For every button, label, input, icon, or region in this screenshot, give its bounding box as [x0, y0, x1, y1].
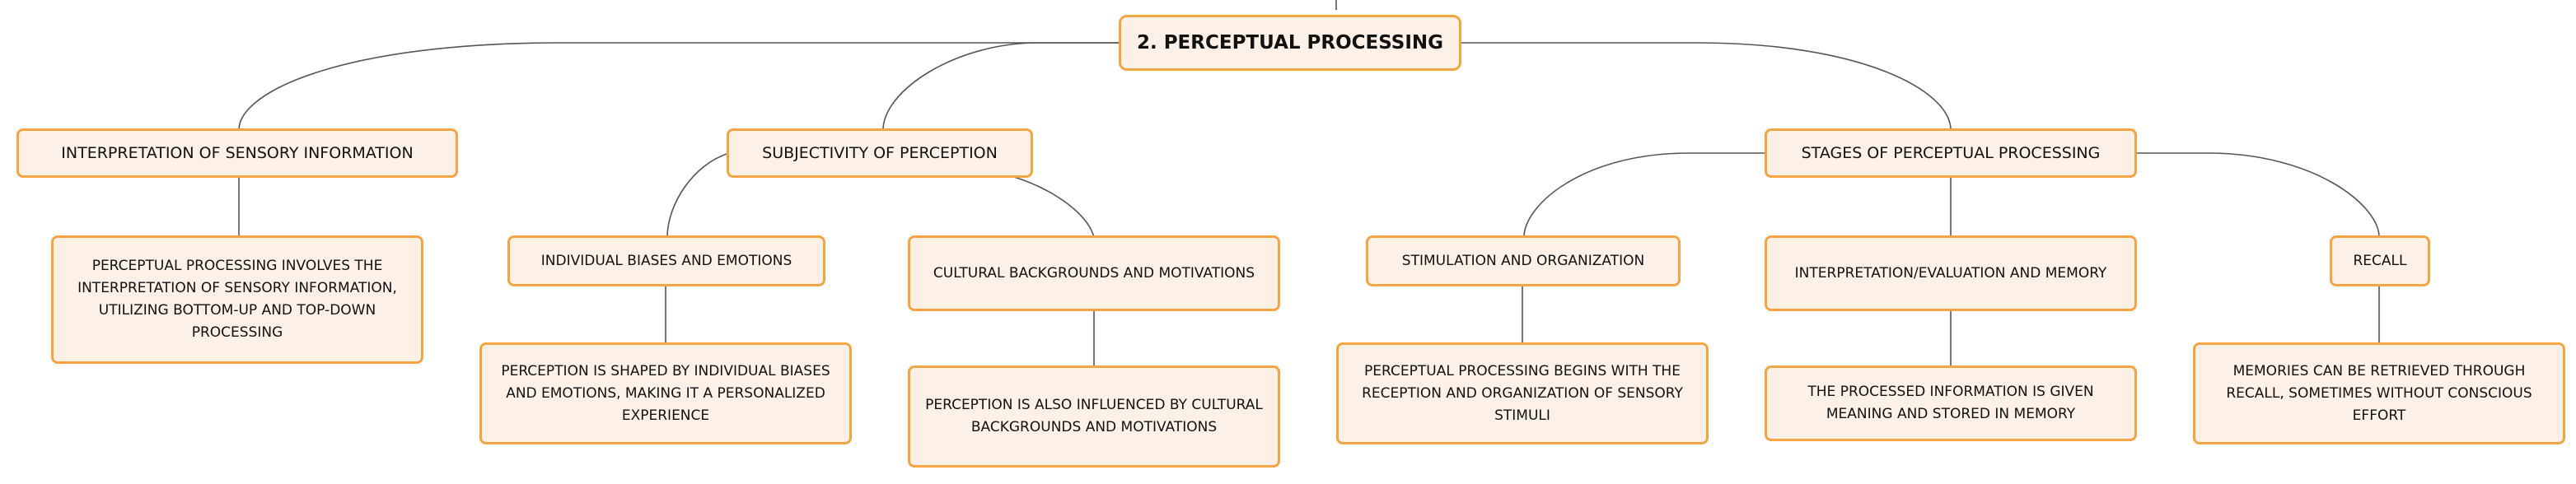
- link-root-interpretation: [238, 42, 1119, 131]
- node-biases-label: INDIVIDUAL BIASES AND EMOTIONS: [540, 252, 792, 269]
- link-stages-stimulation: [1523, 152, 1765, 238]
- node-evaluation-label: INTERPRETATION/EVALUATION AND MEMORY: [1794, 264, 2107, 282]
- node-cultural[interactable]: CULTURAL BACKGROUNDS AND MOTIVATIONS: [908, 235, 1280, 311]
- link-root-stages: [1461, 42, 1952, 131]
- node-cultural-label: CULTURAL BACKGROUNDS AND MOTIVATIONS: [933, 264, 1255, 282]
- node-recall[interactable]: RECALL: [2330, 235, 2430, 286]
- node-cultural-detail[interactable]: PERCEPTION IS ALSO INFLUENCED BY CULTURA…: [908, 365, 1280, 468]
- node-biases-detail-text: PERCEPTION IS SHAPED BY INDIVIDUAL BIASE…: [501, 362, 830, 424]
- node-evaluation[interactable]: INTERPRETATION/EVALUATION AND MEMORY: [1765, 235, 2137, 311]
- node-interpretation-label: INTERPRETATION OF SENSORY INFORMATION: [61, 143, 414, 162]
- node-root-label: 2. PERCEPTUAL PROCESSING: [1136, 31, 1444, 54]
- link-subjectivity-biases: [666, 152, 730, 238]
- node-recall-detail-text: MEMORIES CAN BE RETRIEVED THROUGH RECALL…: [2226, 362, 2532, 424]
- node-biases[interactable]: INDIVIDUAL BIASES AND EMOTIONS: [507, 235, 825, 286]
- node-root[interactable]: 2. PERCEPTUAL PROCESSING: [1119, 15, 1461, 71]
- link-stages-recall: [2137, 152, 2380, 238]
- link-root-subjectivity: [882, 42, 1119, 131]
- node-stages[interactable]: STAGES OF PERCEPTUAL PROCESSING: [1765, 128, 2137, 178]
- node-recall-label: RECALL: [2353, 252, 2407, 269]
- node-evaluation-detail[interactable]: THE PROCESSED INFORMATION IS GIVEN MEANI…: [1765, 365, 2137, 441]
- link-subjectivity-cultural: [1011, 175, 1095, 238]
- node-subjectivity[interactable]: SUBJECTIVITY OF PERCEPTION: [727, 128, 1033, 178]
- node-stimulation-label: STIMULATION AND ORGANIZATION: [1401, 252, 1645, 269]
- node-recall-detail[interactable]: MEMORIES CAN BE RETRIEVED THROUGH RECALL…: [2193, 342, 2565, 444]
- node-stimulation-detail-text: PERCEPTUAL PROCESSING BEGINS WITH THE RE…: [1362, 362, 1683, 424]
- node-stages-label: STAGES OF PERCEPTUAL PROCESSING: [1801, 143, 2101, 162]
- node-cultural-detail-text: PERCEPTION IS ALSO INFLUENCED BY CULTURA…: [925, 397, 1263, 435]
- node-biases-detail[interactable]: PERCEPTION IS SHAPED BY INDIVIDUAL BIASE…: [479, 342, 852, 444]
- node-evaluation-detail-text: THE PROCESSED INFORMATION IS GIVEN MEANI…: [1807, 384, 2094, 422]
- node-interpretation[interactable]: INTERPRETATION OF SENSORY INFORMATION: [16, 128, 458, 178]
- node-stimulation[interactable]: STIMULATION AND ORGANIZATION: [1366, 235, 1681, 286]
- node-stimulation-detail[interactable]: PERCEPTUAL PROCESSING BEGINS WITH THE RE…: [1336, 342, 1709, 444]
- node-interpretation-detail-text: PERCEPTUAL PROCESSING INVOLVES THE INTER…: [77, 258, 397, 341]
- node-subjectivity-label: SUBJECTIVITY OF PERCEPTION: [762, 143, 998, 162]
- node-interpretation-detail[interactable]: PERCEPTUAL PROCESSING INVOLVES THE INTER…: [51, 235, 423, 364]
